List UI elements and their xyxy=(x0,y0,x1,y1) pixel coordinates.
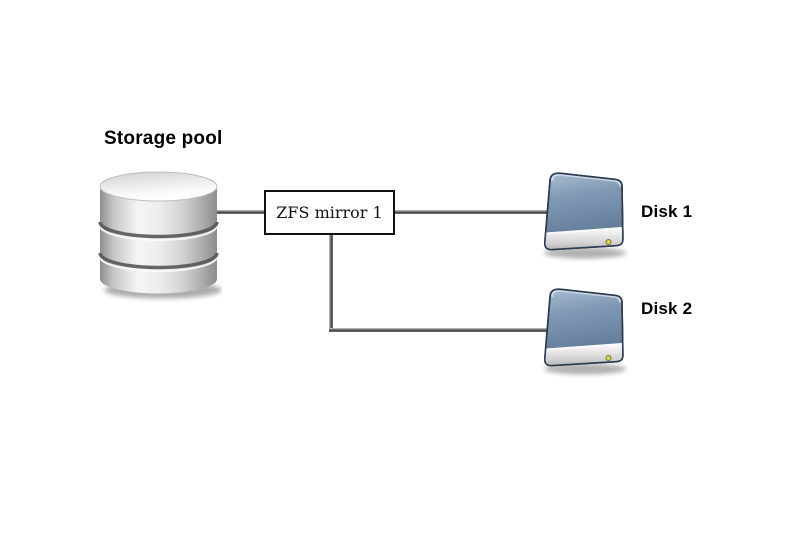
connector-mirror-to-disk2-horizontal xyxy=(329,328,554,332)
disk1-label: Disk 1 xyxy=(641,202,693,221)
database-cylinder-icon xyxy=(98,171,222,299)
connector-mirror-to-disk2-vertical xyxy=(329,234,333,332)
disk2-label: Disk 2 xyxy=(641,299,693,318)
connector-mirror-to-disk1 xyxy=(394,210,554,214)
disk1-led xyxy=(605,239,612,245)
storage-pool-label: Storage pool xyxy=(104,128,223,149)
hard-drive-icon-disk1 xyxy=(538,168,630,262)
disk2-led xyxy=(605,355,612,361)
hard-drive-icon-disk2 xyxy=(538,284,630,378)
zfs-mirror-box: ZFS mirror 1 xyxy=(264,190,395,235)
zfs-mirror-label: ZFS mirror 1 xyxy=(276,203,383,222)
connector-pool-to-mirror xyxy=(212,210,266,214)
